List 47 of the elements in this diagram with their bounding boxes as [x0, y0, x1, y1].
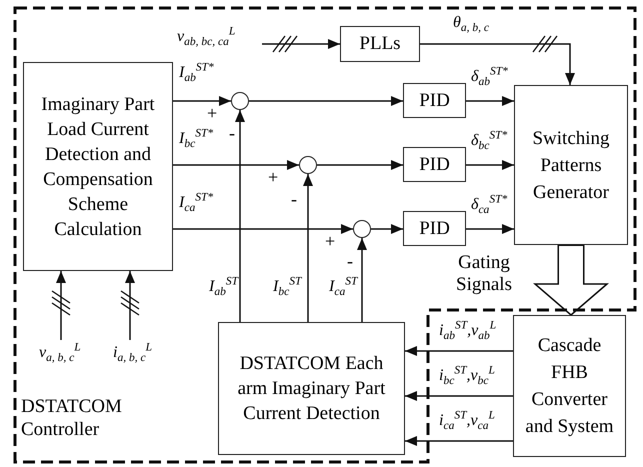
block-box: [218, 322, 405, 455]
block-box: [403, 83, 466, 118]
sign-label: -: [347, 252, 353, 270]
sign-label: +: [207, 104, 218, 122]
arrow: [405, 436, 513, 446]
arrow: [235, 110, 245, 322]
arrow: [466, 224, 514, 234]
block-box: [514, 85, 628, 245]
arrow: [173, 160, 299, 170]
arrow: [173, 96, 231, 106]
block-box: [23, 62, 173, 271]
arrow: [317, 160, 403, 170]
arrow: [466, 96, 514, 106]
arrow: [405, 391, 513, 401]
block-text: PID: [419, 154, 450, 176]
block-text: Imaginary Part Load Current Detection and Compensation Scheme Calculation: [40, 92, 156, 242]
block-box: [403, 147, 466, 182]
sign-label: +: [268, 168, 278, 186]
edge-label: θ$_{a, b, c}$: [452, 14, 490, 32]
arrow: [125, 271, 135, 340]
block-text: Cascade FHB Converter and System: [524, 334, 615, 439]
sign-label: -: [229, 124, 235, 142]
arrow: [405, 346, 513, 356]
arrow: [56, 271, 66, 340]
sign-label: +: [325, 232, 336, 250]
block-text: Switching Patterns Generator: [531, 126, 611, 204]
sign-label: -: [291, 190, 297, 208]
arrow: [420, 43, 575, 85]
block-text: PID: [419, 90, 450, 112]
arrow: [262, 39, 340, 49]
summing-junction: [353, 220, 371, 238]
arrow: [357, 238, 367, 322]
arrow: [249, 96, 403, 106]
block-box: [340, 26, 420, 62]
block-box: [403, 211, 466, 246]
controller-region: [15, 8, 635, 462]
region-title: DSTATCOM Controller: [21, 395, 123, 441]
arrow: [173, 224, 353, 234]
block-text: PID: [419, 218, 450, 240]
block-box: [513, 315, 626, 457]
block-text: PLLs: [359, 33, 401, 55]
block-text: DSTATCOM Each arm Imaginary Part Current Detection: [236, 352, 386, 426]
arrow: [303, 174, 313, 322]
summing-junction: [231, 92, 249, 110]
summing-junction: [299, 156, 317, 174]
arrow: [371, 224, 403, 234]
arrow: [466, 160, 514, 170]
